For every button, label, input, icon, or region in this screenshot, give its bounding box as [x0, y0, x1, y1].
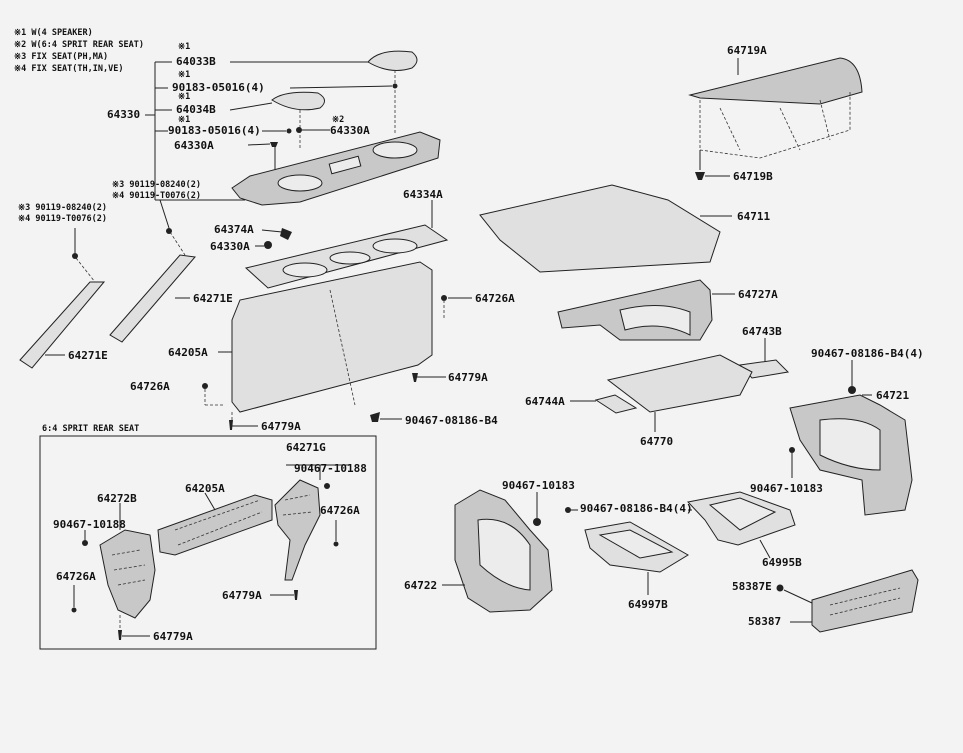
label-l49: 90467-10188 — [53, 518, 126, 531]
label-l29: 64719B — [733, 170, 773, 183]
speaker-cover-64033b — [367, 50, 418, 71]
label-l31: 64727A — [738, 288, 778, 301]
cover-64719a-group — [688, 57, 863, 180]
label-l42: 64997B — [628, 598, 668, 611]
label-l06: 64034B — [176, 103, 216, 116]
side-trim-right — [109, 254, 196, 343]
label-l34: 64744A — [525, 395, 565, 408]
label-l45: 64271G — [286, 441, 326, 454]
label-l04: 90183-05016(4) — [172, 81, 265, 94]
label-l32: 64743B — [742, 325, 782, 338]
label-l03: ※1 — [178, 70, 190, 80]
part-labels: ※1 64033B ※1 90183-05016(4) ※1 64034B ※1… — [18, 42, 924, 643]
note-1: ※1 W(4 SPEAKER) — [14, 28, 93, 38]
trunk-mat-64711 — [479, 184, 721, 273]
side-trims-64271e — [19, 199, 196, 369]
label-l39: 90467-08186-B4(4) — [580, 502, 693, 515]
side-trim-left — [19, 281, 106, 369]
label-l28: 64719A — [727, 44, 767, 57]
part-64727a-group — [557, 279, 735, 341]
label-l09: ※2 — [332, 115, 344, 125]
label-l44: 58387 — [748, 615, 781, 628]
label-l27: 90467-08186-B4 — [405, 414, 498, 427]
label-l10: 64330A — [330, 124, 370, 137]
note-3: ※3 FIX SEAT(PH,MA) — [14, 52, 108, 62]
label-l12: 64330A — [174, 139, 214, 152]
label-l36: 64721 — [876, 389, 909, 402]
label-l40: 64722 — [404, 579, 437, 592]
label-l15: ※3 90119-08240(2) — [18, 203, 107, 213]
panel-58387 — [811, 569, 919, 633]
rear-partition-group — [202, 200, 472, 430]
inset-6-4-split-rear-seat: 6:4 SPRIT REAR SEAT — [39, 424, 377, 650]
label-l21: 64271E — [68, 349, 108, 362]
label-l05: ※1 — [178, 92, 190, 102]
label-l11: 64330 — [107, 108, 140, 121]
label-l14: ※4 90119-T0076(2) — [112, 191, 201, 201]
board-64770 — [606, 354, 753, 413]
label-l30: 64711 — [737, 210, 770, 223]
partition-64205a — [231, 261, 433, 413]
side-trim-64722-group — [442, 489, 553, 613]
label-l43: 58387E — [732, 580, 772, 593]
inset-part-64272b — [99, 529, 156, 619]
panel-58387-group — [776, 569, 919, 633]
label-l51: 64726A — [56, 570, 96, 583]
label-l52: 64779A — [222, 589, 262, 602]
label-l16: ※4 90119-T0076(2) — [18, 214, 107, 224]
label-l47: 64272B — [97, 492, 137, 505]
label-l38: 90467-10183 — [502, 479, 575, 492]
label-l26: 64779A — [261, 420, 301, 433]
label-l19: 64330A — [210, 240, 250, 253]
part-64997b-group — [584, 521, 689, 595]
inset-part-64205a — [157, 494, 273, 556]
board-64744a — [594, 394, 638, 414]
label-l25: 64779A — [448, 371, 488, 384]
label-l01: ※1 — [178, 42, 190, 52]
label-l33: 90467-08186-B4(4) — [811, 347, 924, 360]
cover-64719a — [688, 57, 863, 105]
note-2: ※2 W(6:4 SPRIT REAR SEAT) — [14, 40, 144, 50]
label-l02: 64033B — [176, 55, 216, 68]
label-l20: 64271E — [193, 292, 233, 305]
label-l41: 64995B — [762, 556, 802, 569]
side-trim-64721-group — [789, 360, 913, 516]
label-l23: 64205A — [168, 346, 208, 359]
inset-title: 6:4 SPRIT REAR SEAT — [42, 424, 139, 434]
label-l46: 90467-10188 — [294, 462, 367, 475]
label-l17: 64334A — [403, 188, 443, 201]
label-l22: 64726A — [130, 380, 170, 393]
label-l53: 64779A — [153, 630, 193, 643]
label-l07: ※1 — [178, 115, 190, 125]
label-l13: ※3 90119-08240(2) — [112, 180, 201, 190]
speaker-cover-64034b — [271, 91, 325, 111]
legend-notes: ※1 W(4 SPEAKER) ※2 W(6:4 SPRIT REAR SEAT… — [14, 28, 144, 74]
label-l08: 90183-05016(4) — [168, 124, 261, 137]
label-l35: 64770 — [640, 435, 673, 448]
floor-boards-group — [570, 338, 790, 432]
label-l50: 64726A — [320, 504, 360, 517]
trunk-mat-group — [479, 184, 732, 273]
note-4: ※4 FIX SEAT(TH,IN,VE) — [14, 64, 123, 74]
label-l24: 64726A — [475, 292, 515, 305]
part-64995b-group — [565, 491, 796, 559]
label-l37: 90467-10183 — [750, 482, 823, 495]
inset-part-64271g — [274, 479, 321, 581]
label-l18: 64374A — [214, 223, 254, 236]
label-l48: 64205A — [185, 482, 225, 495]
package-tray-group — [145, 50, 441, 206]
